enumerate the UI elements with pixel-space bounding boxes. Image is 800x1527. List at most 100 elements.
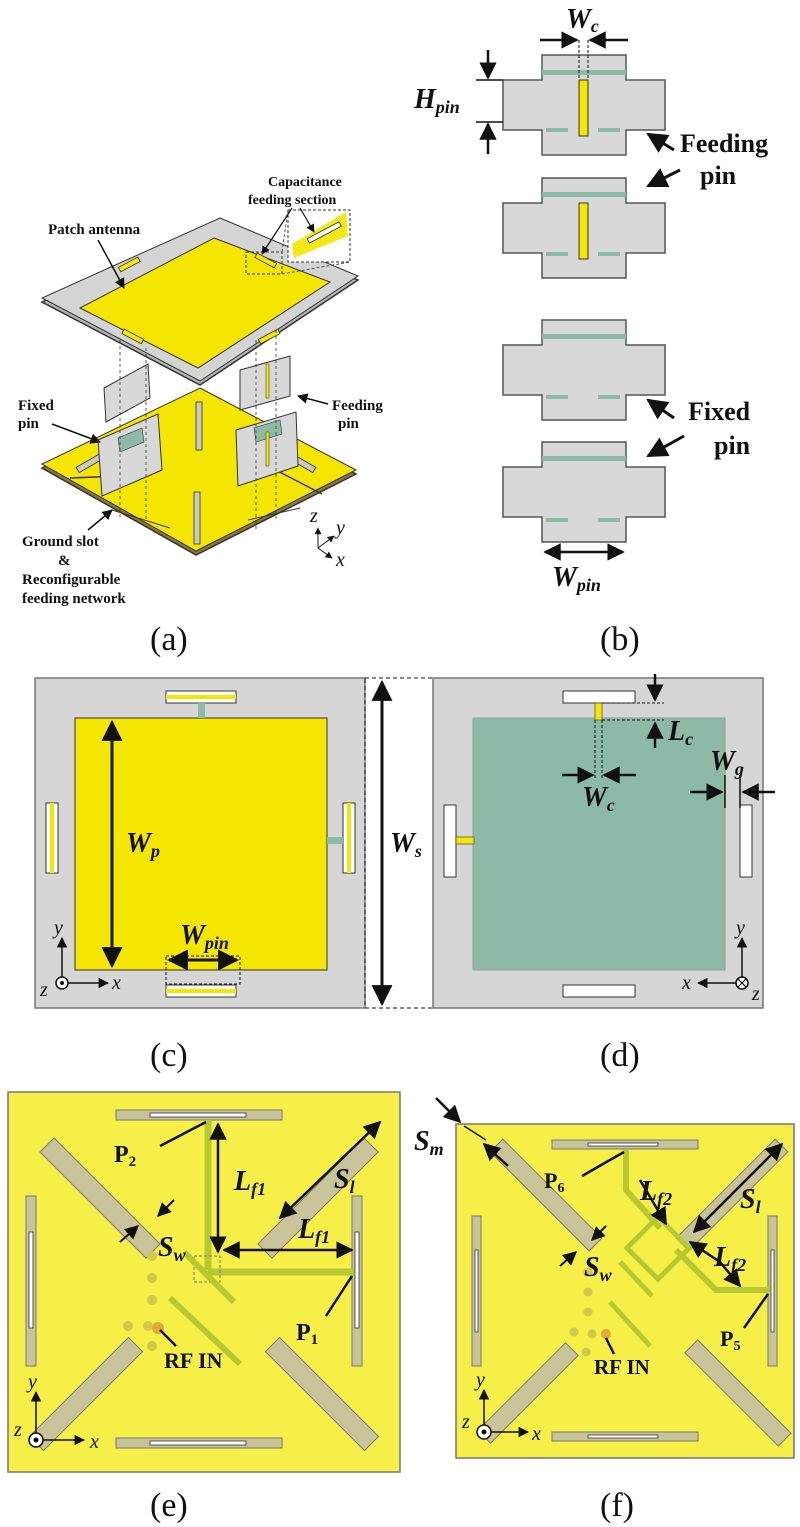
label-sl-e: Sl xyxy=(334,1164,355,1197)
label-rf-e: RF IN xyxy=(164,1348,223,1373)
axis-z-label-f: z xyxy=(461,1411,470,1433)
edge-slot-f-left-inner xyxy=(474,1249,479,1333)
arrow-feeding-b xyxy=(646,168,681,188)
feeding-pin-2-strip xyxy=(578,202,589,260)
slot-d-bottom xyxy=(562,984,636,998)
slot-d-left xyxy=(443,804,457,878)
label-sw-e: Sw xyxy=(158,1232,187,1265)
label-cap-feed-1: Capacitance xyxy=(268,175,342,190)
sw-e-arrow-a xyxy=(157,1199,175,1217)
arrow-fixed-a xyxy=(646,398,675,420)
fixed-pin-shape-2 xyxy=(502,441,666,543)
panel-c: Wp Wpin y x z xyxy=(34,677,366,1009)
feeding-pin-lower-band xyxy=(253,419,283,443)
label-feeding-pin-1: Feeding xyxy=(332,398,383,414)
axis-x-label-f: x xyxy=(531,1423,541,1445)
label-lf2-f-a: Lf2 xyxy=(639,1176,672,1209)
label-p2-e: P2 xyxy=(114,1142,136,1170)
label-wc-d: Wc xyxy=(582,782,615,815)
axis-x-label: x xyxy=(335,549,345,571)
arrow-patch-antenna xyxy=(97,239,125,289)
via-f-2 xyxy=(583,1287,593,1297)
feeding-pin-2-band-top xyxy=(542,192,626,197)
sl-e-arrow-b xyxy=(278,1169,331,1220)
arrow-fixed-b xyxy=(646,434,685,458)
label-patch-antenna: Patch antenna xyxy=(48,222,141,238)
label-sm-f: Sm xyxy=(414,1126,444,1159)
label-fixed-pin-2: pin xyxy=(18,416,40,432)
sl-e-arrow-a xyxy=(329,1120,382,1171)
label-hpin: Hpin xyxy=(413,84,460,117)
arrow-feeding-pin xyxy=(296,393,329,405)
label-fixed-2: pin xyxy=(714,431,751,460)
arrow-feeding-a xyxy=(646,132,675,153)
axis-x-label-e: x xyxy=(89,1431,99,1453)
fixed-pin-2-band-l xyxy=(546,518,568,522)
feed-line-1 xyxy=(111,509,171,529)
slot-c-bottom-strip xyxy=(166,989,236,993)
feed-trace-f-p6 xyxy=(623,1150,663,1231)
via-e-4 xyxy=(123,1321,133,1331)
rf-f-leader xyxy=(604,1337,616,1355)
fixed-pin-1-band-r xyxy=(598,395,620,399)
ground-slot-2 xyxy=(193,491,201,545)
label-p1-e: P1 xyxy=(296,1320,318,1348)
sw-f-arrow-a xyxy=(591,1225,607,1241)
via-e-1 xyxy=(147,1251,157,1261)
caption-f: (f) xyxy=(600,1487,634,1524)
edge-slot-e-top-inner xyxy=(149,1112,247,1118)
feeding-pin-upper xyxy=(239,355,291,411)
axis-z-label-d: z xyxy=(751,983,760,1005)
label-sw-f: Sw xyxy=(584,1252,613,1285)
fixed-pin-upper xyxy=(103,363,151,423)
via-f-rf xyxy=(601,1329,611,1339)
label-wp: Wp xyxy=(126,828,160,861)
slot-c-top-strip xyxy=(166,695,236,699)
edge-slot-e-left-inner xyxy=(28,1231,34,1329)
diag-slot-f-4 xyxy=(684,1339,792,1447)
edge-slot-f-right-inner xyxy=(770,1249,775,1333)
axis-y-label-c: y xyxy=(52,917,63,939)
fixed-pin-2-band-top xyxy=(542,456,626,461)
axis-y-label: y xyxy=(334,517,345,539)
via-e-5 xyxy=(143,1321,153,1331)
fixed-pin-lower-band xyxy=(117,427,145,453)
inset-slot xyxy=(306,221,342,244)
via-f-5 xyxy=(587,1329,597,1339)
sm-arrow-a xyxy=(435,1097,462,1124)
axis-y-label-d: y xyxy=(734,917,745,939)
slot-d-top xyxy=(562,690,636,704)
panel-f: Sm P6 Lf2 Lf2 Sl Sw P5 RF IN y x z xyxy=(414,1097,795,1459)
sw-e-arrow-b xyxy=(119,1225,140,1243)
label-ws: Ws xyxy=(390,828,422,861)
fixed-pin-2-band-r xyxy=(598,518,620,522)
switch-block-f xyxy=(623,1213,693,1283)
axis-z-dot-e-center xyxy=(33,1437,39,1443)
label-ground-1: Ground slot xyxy=(22,534,99,550)
edge-slot-f-top-inner xyxy=(587,1142,659,1147)
panel-d: Lc Wc Wg y x z xyxy=(432,674,775,1009)
label-rf-f: RF IN xyxy=(594,1355,650,1379)
sm-arrow-b xyxy=(482,1142,509,1167)
lf2-f-b xyxy=(688,1240,721,1264)
label-ground-3: Reconfigurable xyxy=(22,572,121,588)
feed-diag-f xyxy=(608,1260,654,1348)
slot-c-left-strip xyxy=(50,803,54,873)
label-wpin-b: Wpin xyxy=(552,562,601,595)
caption-c: (c) xyxy=(150,1037,188,1074)
feed-diag-e xyxy=(167,1249,243,1367)
label-p5-f: P5 xyxy=(720,1326,740,1354)
caption-e: (e) xyxy=(150,1487,188,1524)
feed-c-right xyxy=(327,837,343,844)
feed-d-top xyxy=(594,702,603,721)
feed-d-left xyxy=(455,836,475,845)
feeding-pin-lower-strip xyxy=(265,431,270,467)
sl-f-arrow-b xyxy=(692,1189,737,1234)
axis-x-label-c: x xyxy=(111,972,121,994)
feeding-pin-2-band-l xyxy=(546,252,568,256)
ground-slot-1 xyxy=(195,401,203,451)
via-e-2 xyxy=(147,1273,157,1283)
panel-e: Lf1 Lf1 Sl Sw P2 P1 RF IN y x z xyxy=(7,1091,401,1473)
arrow-ground xyxy=(87,509,113,531)
arrow-fixed-pin xyxy=(51,423,101,444)
